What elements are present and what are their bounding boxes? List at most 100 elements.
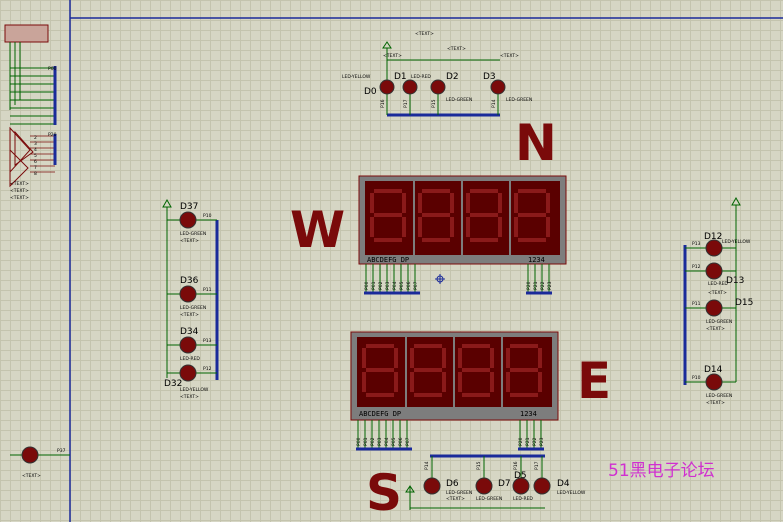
led-d32[interactable]: D32 P12 LED-YELLOW <TEXT> (164, 364, 217, 400)
pin-number: 2 (34, 135, 37, 141)
led-ref: D7 (498, 479, 511, 489)
led-pin: P17 (403, 99, 409, 108)
led-d2[interactable]: D2 LED-GREEN P15 (430, 72, 472, 115)
text-placeholder: <TEXT> (10, 188, 29, 194)
led-type: LED-GREEN (180, 305, 206, 311)
led-pin: P11 (692, 301, 701, 307)
display-pin-label: P00 (364, 281, 370, 290)
display-pin-label: P05 (391, 437, 397, 446)
led-ref: D14 (704, 365, 723, 375)
led-pin: P16 (380, 99, 386, 108)
port-label-a: P00 (48, 66, 57, 72)
led-d37[interactable]: D37 P10 LED-GREEN <TEXT> (167, 202, 217, 244)
led-d3[interactable]: D3 LED-GREEN P14 (483, 72, 532, 115)
display-segment-label: ABCDEFG DP (367, 256, 409, 264)
display-pin-label: P22 (532, 437, 538, 446)
top-led-group: <TEXT> <TEXT> <TEXT> <TEXT> D0 LED-YELLO… (342, 31, 532, 117)
led-pin: P14 (424, 461, 430, 470)
watermark-text: 51黑电子论坛 (608, 461, 715, 481)
led-d6[interactable]: D6 P14 LED-GREEN <TEXT> (423, 456, 472, 502)
digit-segments (362, 344, 542, 397)
left-led-group: D37 P10 LED-GREEN <TEXT> D36 P11 LED-GRE… (162, 198, 219, 400)
text-placeholder: <TEXT> (706, 400, 725, 406)
bottom-led-group: D6 P14 LED-GREEN <TEXT> D7 P15 LED-GREEN… (405, 454, 586, 510)
display-bottom-pins (356, 420, 544, 451)
text-placeholder: <TEXT> (180, 238, 199, 244)
display-segment-label: ABCDEFG DP (359, 410, 401, 418)
display-pin-label: P07 (413, 281, 419, 290)
display-top-pins (364, 264, 552, 295)
direction-north: N (515, 114, 557, 172)
digit-segments (370, 189, 550, 242)
led-ref: D5 (514, 471, 527, 481)
text-placeholder: <TEXT> (10, 181, 29, 187)
display-bottom[interactable]: ABCDEFG DP 1234 (350, 331, 559, 421)
led-pin: P12 (692, 264, 701, 270)
text-placeholder: <TEXT> (446, 496, 465, 502)
led-ref: D3 (483, 72, 496, 82)
led-type: LED-RED (411, 74, 431, 80)
power-arrow-icon (382, 41, 392, 49)
display-pin-label: P07 (405, 437, 411, 446)
led-d5[interactable]: D5 P16 LED-RED (512, 456, 533, 502)
text-placeholder: <TEXT> (706, 326, 725, 332)
led-type: LED-GREEN (446, 97, 472, 103)
pin-number: 3 (34, 141, 37, 147)
led-d36[interactable]: D36 P11 LED-GREEN <TEXT> (167, 276, 217, 318)
led-ref: D6 (446, 479, 459, 489)
led-d14[interactable]: D14 P10 LED-GREEN <TEXT> (685, 365, 736, 406)
direction-east: E (577, 352, 611, 410)
text-placeholder: <TEXT> (708, 290, 727, 296)
display-digit-label: 1234 (520, 410, 537, 418)
display-pin-label: P21 (525, 437, 531, 446)
led-d7[interactable]: D7 P15 LED-GREEN (475, 456, 511, 502)
display-pin-label: P21 (533, 281, 539, 290)
display-pin-label: P20 (518, 437, 524, 446)
led-type: LED-RED (513, 496, 533, 502)
display-pin-label: P03 (377, 437, 383, 446)
led-d15[interactable]: D15 P11 LED-GREEN <TEXT> (685, 298, 753, 332)
led-type: LED-RED (708, 281, 728, 287)
display-top[interactable]: ABCDEFG DP 1234 (358, 175, 567, 265)
display-pin-label: P06 (406, 281, 412, 290)
display-pin-label: P22 (540, 281, 546, 290)
led-type: LED-RED (180, 356, 200, 362)
led-pin: P16 (513, 461, 519, 470)
text-placeholder: <TEXT> (180, 312, 199, 318)
display-pin-label: P02 (378, 281, 384, 290)
pin-number: 5 (34, 153, 37, 159)
led-ref: D1 (394, 72, 407, 82)
led-pin: P37 (57, 448, 66, 454)
led-d34[interactable]: D34 P13 LED-RED (167, 327, 217, 362)
display-pin-label: P00 (356, 437, 362, 446)
display-pin-label: P05 (399, 281, 405, 290)
display-pin-label: P01 (363, 437, 369, 446)
display-pin-label: P23 (547, 281, 553, 290)
display-pin-label: P20 (526, 281, 532, 290)
led-d1[interactable]: D1 LED-RED P17 (394, 72, 431, 115)
pin-number: 6 (34, 159, 37, 165)
led-type: LED-GREEN (446, 490, 472, 496)
power-arrow-icon (405, 485, 415, 493)
display-pin-label: P01 (371, 281, 377, 290)
buffer-triangle-icon (9, 126, 31, 174)
led-type: LED-GREEN (506, 97, 532, 103)
text-placeholder: <TEXT> (22, 473, 41, 479)
direction-south: S (366, 464, 402, 522)
led-extra-left[interactable]: P37 <TEXT> (10, 446, 70, 479)
led-type: LED-YELLOW (342, 74, 371, 80)
led-ref: D4 (557, 479, 570, 489)
display-pin-label: P02 (370, 437, 376, 446)
led-d0[interactable]: D0 LED-YELLOW P16 (342, 74, 395, 115)
led-pin: P11 (203, 287, 212, 293)
led-pin: P15 (476, 461, 482, 470)
led-d4[interactable]: D4 P17 LED-YELLOW (533, 456, 586, 496)
led-pin: P13 (203, 338, 212, 344)
display-pin-label: P04 (384, 437, 390, 446)
led-type: LED-YELLOW (557, 490, 586, 496)
pin-number: 7 (34, 165, 37, 171)
led-d13[interactable]: D13 P12 LED-RED <TEXT> (685, 262, 744, 296)
led-pin: P14 (491, 99, 497, 108)
led-d12[interactable]: D12 P13 LED-YELLOW (685, 232, 751, 257)
